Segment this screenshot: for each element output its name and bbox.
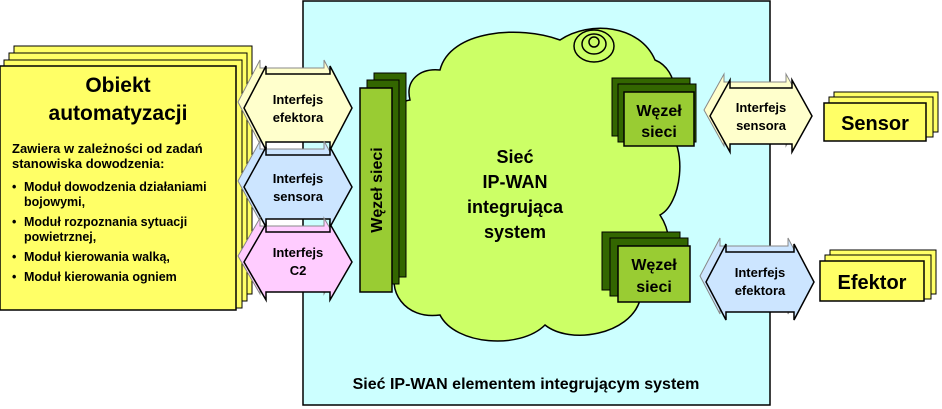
cloud-label-line2: IP-WAN: [483, 172, 548, 192]
module-item: Moduł rozpoznania sytuacji powietrznej,: [12, 215, 234, 245]
interface-sensor-right-line1: Interfejs: [736, 100, 787, 115]
sensor-label: Sensor: [841, 113, 909, 135]
left-node-label: Węzeł sieci: [369, 147, 386, 232]
interface-c2-left-line2: C2: [290, 263, 307, 278]
right-bottom-node-line2: sieci: [636, 279, 672, 296]
interface-arrow-effector-right: Interfejs efektora: [699, 237, 815, 321]
effector-box: Efektor: [819, 249, 937, 302]
cloud-label-line4: system: [484, 222, 546, 242]
object-title-line1: Obiekt: [85, 74, 150, 97]
sensor-box: Sensor: [823, 91, 939, 142]
right-top-node-line1: Węzeł: [636, 103, 682, 120]
interface-arrow-sensor-left: Interfejs sensora: [237, 140, 353, 228]
interface-effector-right-line1: Interfejs: [735, 265, 786, 280]
right-top-network-node: Węzeł sieci: [611, 77, 697, 147]
cloud-label-line1: Sieć: [496, 147, 533, 167]
module-item: Moduł kierowania ogniem: [12, 270, 234, 285]
interface-effector-left-line2: efektora: [273, 110, 324, 125]
object-title-line2: automatyzacji: [49, 102, 188, 125]
network-spiral-icon: [573, 29, 615, 63]
interface-arrow-effector-left: Interfejs efektora: [237, 59, 353, 151]
object-module-list: Moduł dowodzenia działaniami bojowymi, M…: [12, 180, 234, 290]
effector-label: Efektor: [838, 272, 907, 294]
interface-arrow-sensor-right: Interfejs sensora: [703, 72, 813, 155]
interface-effector-left-line1: Interfejs: [273, 92, 324, 107]
right-bottom-node-line1: Węzeł: [631, 257, 677, 274]
module-item: Moduł kierowania walką,: [12, 250, 234, 265]
module-item: Moduł dowodzenia działaniami bojowymi,: [12, 180, 234, 210]
cloud-label-line3: integrująca: [467, 197, 564, 217]
object-description-intro: Zawiera w zależności od zadań stanowiska…: [12, 141, 203, 171]
left-network-node: Węzeł sieci: [359, 72, 407, 293]
interface-arrow-c2-left: Interfejs C2: [237, 216, 353, 303]
interface-c2-left-line1: Interfejs: [273, 245, 324, 260]
right-top-node-line2: sieci: [641, 124, 677, 141]
interface-effector-right-line2: efektora: [735, 283, 786, 298]
cloud-label: Sieć IP-WAN integrująca system: [467, 147, 564, 242]
interface-sensor-right-line2: sensora: [736, 118, 787, 133]
interface-sensor-left-line1: Interfejs: [273, 171, 324, 186]
left-interface-arrows: Interfejs efektora Interfejs sensora Int…: [237, 59, 353, 303]
diagram-caption: Sieć IP-WAN elementem integrującym syste…: [353, 376, 700, 393]
interface-sensor-left-line2: sensora: [273, 189, 324, 204]
right-bottom-network-node: Węzeł sieci: [601, 231, 691, 303]
